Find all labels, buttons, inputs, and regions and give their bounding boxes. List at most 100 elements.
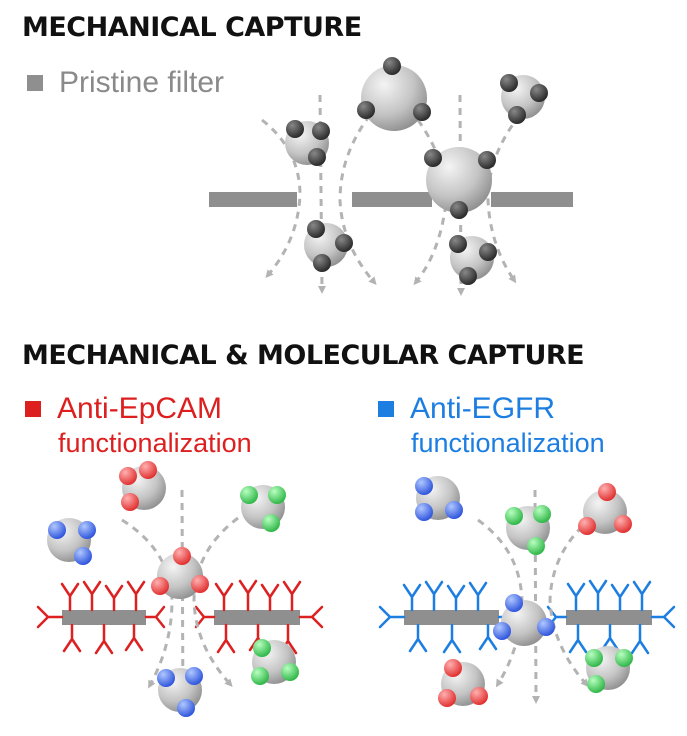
marker xyxy=(240,486,258,504)
flow-arrow xyxy=(261,118,302,279)
marker xyxy=(413,103,431,121)
cell xyxy=(119,461,166,511)
filter-segment xyxy=(214,610,300,625)
marker xyxy=(614,515,632,533)
epcam-cells xyxy=(47,461,299,717)
marker xyxy=(505,594,523,612)
epcam-filter xyxy=(36,579,324,655)
marker xyxy=(281,663,299,681)
marker xyxy=(74,547,92,565)
flow-arrow xyxy=(121,518,174,689)
epcam-antibodies xyxy=(36,579,324,655)
pristine-filter-label: Pristine filter xyxy=(59,66,225,99)
marker xyxy=(415,477,433,495)
marker xyxy=(312,122,330,140)
marker xyxy=(530,84,548,102)
epcam-legend: Anti-EpCAM xyxy=(25,392,222,426)
filter-segment xyxy=(352,192,432,207)
marker xyxy=(177,699,195,717)
marker xyxy=(459,267,477,285)
marker xyxy=(479,243,497,261)
marker xyxy=(470,687,488,705)
cell xyxy=(304,220,353,272)
cell-captured xyxy=(151,547,209,599)
egfr-legend: Anti-EGFR xyxy=(378,392,555,426)
cell xyxy=(157,667,203,717)
marker xyxy=(78,521,96,539)
filter-segment xyxy=(62,610,146,625)
cell xyxy=(578,483,632,535)
marker xyxy=(253,639,271,657)
cell xyxy=(47,518,96,565)
egfr-label: Anti-EGFR xyxy=(410,392,556,425)
pristine-filter-swatch xyxy=(27,75,43,91)
marker xyxy=(424,149,442,167)
flow-arrow xyxy=(531,489,540,704)
marker xyxy=(191,575,209,593)
filter-segment xyxy=(404,610,499,625)
flow-arrow xyxy=(338,114,377,286)
cell xyxy=(585,646,633,693)
cell xyxy=(438,659,488,707)
marker xyxy=(308,148,326,166)
filter-segment xyxy=(491,192,573,207)
marker xyxy=(173,547,191,565)
marker xyxy=(444,659,462,677)
cell xyxy=(449,235,497,285)
marker xyxy=(383,57,401,75)
flow-arrow xyxy=(548,516,593,688)
marker xyxy=(139,461,157,479)
marker xyxy=(537,618,555,636)
cell xyxy=(240,485,286,532)
filter-segment xyxy=(566,610,652,625)
marker xyxy=(151,577,169,595)
egfr-swatch xyxy=(378,401,394,417)
egfr-sublabel: functionalization xyxy=(411,428,605,458)
epcam-label: Anti-EpCAM xyxy=(57,392,223,425)
marker xyxy=(48,521,66,539)
marker xyxy=(286,120,304,138)
mechanical-capture-heading: MECHANICAL CAPTURE xyxy=(22,12,362,43)
marker xyxy=(415,503,433,521)
marker xyxy=(438,689,456,707)
marker xyxy=(533,505,551,523)
marker xyxy=(357,101,375,119)
filter-segment xyxy=(209,192,297,207)
egfr-cells xyxy=(415,476,633,707)
marker xyxy=(268,486,286,504)
egfr-filter xyxy=(378,579,676,655)
marker xyxy=(478,151,496,169)
pristine-filter-legend: Pristine filter xyxy=(27,66,224,100)
cell xyxy=(415,476,463,521)
cell xyxy=(251,639,299,685)
cell xyxy=(505,505,551,555)
epcam-sublabel: functionalization xyxy=(58,428,252,458)
marker xyxy=(527,537,545,555)
flow-arrow xyxy=(192,516,239,687)
cell-captured xyxy=(493,594,555,646)
marker xyxy=(508,106,526,124)
marker xyxy=(262,514,280,532)
marker xyxy=(251,667,269,685)
flow-arrow xyxy=(486,114,522,284)
marker xyxy=(157,669,175,687)
marker xyxy=(307,220,325,238)
cell xyxy=(357,57,431,131)
top-cells xyxy=(285,57,548,285)
marker xyxy=(598,483,616,501)
marker xyxy=(185,667,203,685)
flow-arrow xyxy=(413,119,448,286)
marker xyxy=(445,501,463,519)
marker xyxy=(121,493,139,511)
marker xyxy=(449,235,467,253)
marker xyxy=(587,675,605,693)
cell xyxy=(285,120,330,166)
marker xyxy=(585,649,603,667)
flow-arrow xyxy=(456,94,465,296)
marker xyxy=(493,622,511,640)
cell xyxy=(500,74,548,124)
marker xyxy=(500,74,518,92)
marker xyxy=(450,201,468,219)
marker xyxy=(578,517,596,535)
